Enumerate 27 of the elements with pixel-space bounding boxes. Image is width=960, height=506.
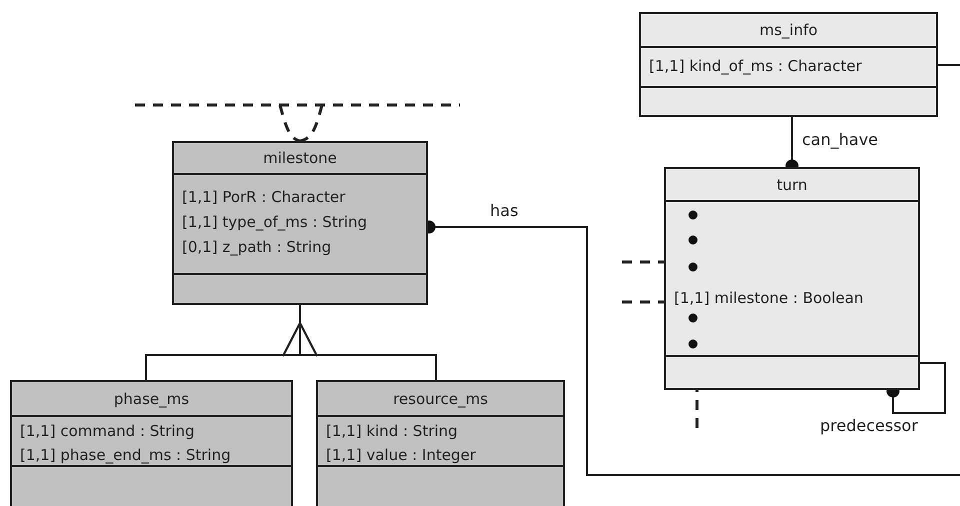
dashed-connector xyxy=(622,300,664,304)
class-box xyxy=(10,380,293,506)
attribute-text: [1,1] kind : String xyxy=(326,421,458,442)
attribute-text: [1,1] phase_end_ms : String xyxy=(20,445,231,466)
attribute-text: [1,1] PorR : Character xyxy=(182,187,346,208)
attribute-text: [1,1] milestone : Boolean xyxy=(674,288,864,309)
connector xyxy=(282,305,437,380)
class-name: milestone xyxy=(263,149,337,167)
class-name: phase_ms xyxy=(114,390,190,408)
dashed-connector xyxy=(134,104,462,142)
attribute-text: [1,1] command : String xyxy=(20,421,195,442)
attribute-text: [0,1] z_path : String xyxy=(182,237,332,258)
attribute-text: [1,1] kind_of_ms : Character xyxy=(649,56,862,77)
dashed-connector xyxy=(622,260,664,264)
class-box xyxy=(664,167,920,390)
class-box xyxy=(316,380,565,506)
class-name: turn xyxy=(776,176,808,194)
edge-label: predecessor xyxy=(818,416,920,435)
class-box xyxy=(172,141,428,305)
connector xyxy=(938,64,960,66)
edge-label: can_have xyxy=(800,130,880,149)
attribute-text: [1,1] value : Integer xyxy=(326,445,476,466)
attribute-text: [1,1] type_of_ms : String xyxy=(182,212,368,233)
class-box xyxy=(639,12,938,117)
connector xyxy=(886,362,946,414)
class-name: ms_info xyxy=(759,21,818,39)
class-name: resource_ms xyxy=(393,390,488,408)
